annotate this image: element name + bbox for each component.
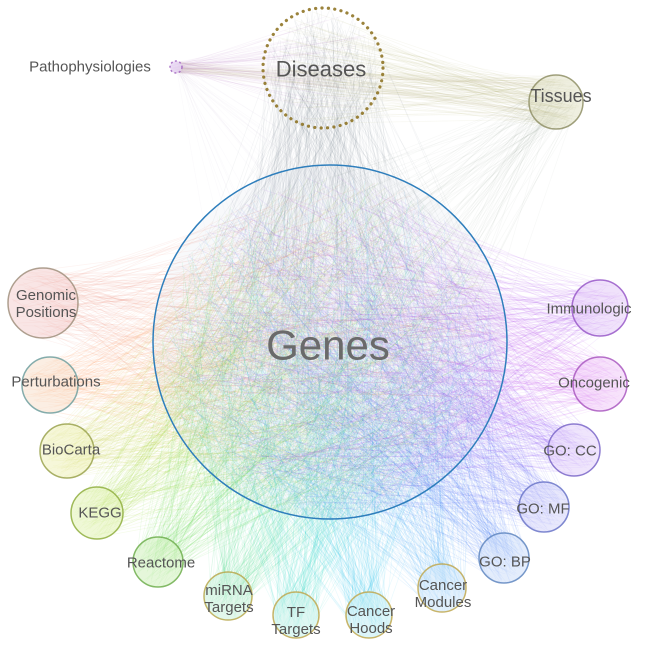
node-label-reactome[interactable]: Reactome	[126, 554, 196, 572]
node-label-pathophysiologies[interactable]: Pathophysiologies	[29, 58, 151, 76]
edge-lines	[11, 8, 627, 637]
pathophysiologies-node-circle[interactable]	[169, 60, 183, 74]
node-label-tissues[interactable]: Tissues	[530, 85, 592, 106]
node-label-go-mf[interactable]: GO: MF	[516, 500, 570, 518]
node-label-oncogenic[interactable]: Oncogenic	[558, 374, 630, 392]
node-label-diseases[interactable]: Diseases	[275, 56, 367, 82]
tissues-node-circle[interactable]	[528, 74, 584, 130]
node-label-tf-targets[interactable]: TF Targets	[271, 604, 321, 638]
reactome-node-circle[interactable]	[132, 536, 184, 588]
genomic-positions-node-circle[interactable]	[7, 267, 79, 339]
node-label-go-bp[interactable]: GO: BP	[479, 553, 531, 571]
node-label-immunologic[interactable]: Immunologic	[546, 300, 632, 318]
immunologic-node-circle[interactable]	[571, 279, 629, 337]
node-label-cancer-modules[interactable]: Cancer Modules	[414, 577, 472, 611]
oncogenic-node-circle[interactable]	[572, 356, 628, 412]
biocarta-node-circle[interactable]	[39, 423, 95, 479]
node-label-perturbations[interactable]: Perturbations	[11, 373, 101, 391]
tf-targets-node-circle[interactable]	[272, 591, 320, 639]
cancer-modules-node-circle[interactable]	[417, 563, 467, 613]
cancer-hoods-node-circle[interactable]	[345, 591, 393, 639]
kegg-node-circle[interactable]	[70, 486, 124, 540]
diseases-node-circle[interactable]	[261, 6, 385, 130]
node-label-kegg[interactable]: KEGG	[78, 504, 122, 522]
node-label-go-cc[interactable]: GO: CC	[543, 442, 597, 460]
genes-node-circle[interactable]	[152, 164, 508, 520]
node-label-genomic-positions[interactable]: Genomic Positions	[15, 287, 77, 321]
node-circles	[7, 6, 629, 639]
perturbations-node-circle[interactable]	[21, 356, 79, 414]
go-cc-node-circle[interactable]	[547, 423, 601, 477]
go-mf-node-circle[interactable]	[518, 481, 570, 533]
go-bp-node-circle[interactable]	[478, 532, 530, 584]
node-label-mirna-targets[interactable]: miRNA Targets	[204, 582, 254, 616]
node-label-genes[interactable]: Genes	[266, 321, 390, 369]
mirna-targets-node-circle[interactable]	[203, 571, 253, 621]
node-label-cancer-hoods[interactable]: Cancer Hoods	[346, 603, 396, 637]
node-label-biocarta[interactable]: BioCarta	[41, 441, 101, 459]
